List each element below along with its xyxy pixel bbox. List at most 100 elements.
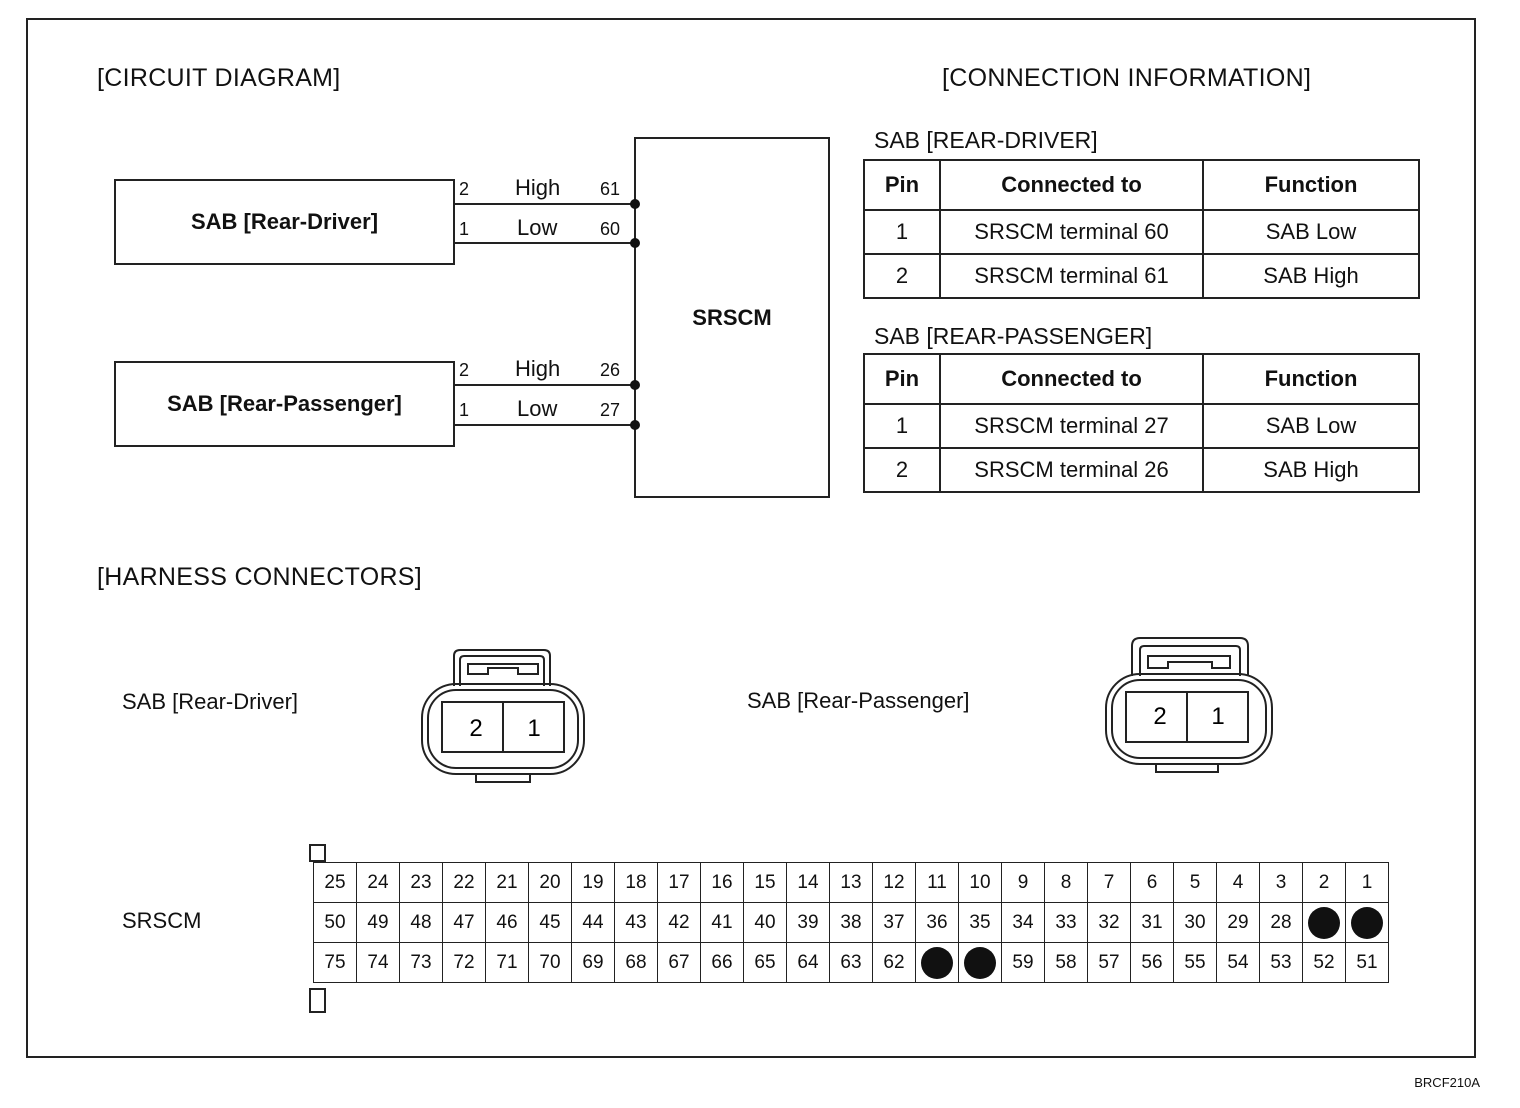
pin-cell: 37 — [872, 902, 916, 943]
used-pin-cell — [1345, 902, 1389, 943]
pin-cell: 58 — [1044, 942, 1088, 983]
table-cell: SRSCM terminal 26 — [939, 447, 1204, 493]
column-header: Pin — [863, 159, 941, 211]
pin-cell: 48 — [399, 902, 443, 943]
wire-pin-label: 1 — [459, 400, 470, 420]
harness-label-srscm: SRSCM — [122, 908, 202, 933]
connector-pin-label: 1 — [1211, 703, 1224, 730]
pin-cell: 38 — [829, 902, 873, 943]
sab-rear-passenger-box: SAB [Rear-Passenger] — [114, 361, 455, 447]
pin-cell: 49 — [356, 902, 400, 943]
wire-pin-label: 1 — [459, 219, 470, 239]
pin-cell: 75 — [313, 942, 357, 983]
pin-cell: 9 — [1001, 862, 1045, 903]
pin-cell: 40 — [743, 902, 787, 943]
pin-cell: 41 — [700, 902, 744, 943]
wire-passenger-low — [455, 424, 635, 426]
diagram-frame — [26, 18, 1476, 1058]
pin-cell: 36 — [915, 902, 959, 943]
connection-table-rear-passenger: Pin Connected to Function 1 SRSCM termin… — [863, 353, 1420, 493]
pin-cell: 59 — [1001, 942, 1045, 983]
pin-cell: 7 — [1087, 862, 1131, 903]
pin-cell: 51 — [1345, 942, 1389, 983]
pin-cell: 71 — [485, 942, 529, 983]
pin-cell: 13 — [829, 862, 873, 903]
pin-cell: 74 — [356, 942, 400, 983]
pin-cell: 19 — [571, 862, 615, 903]
table-cell: SAB High — [1202, 447, 1420, 493]
pin-cell: 56 — [1130, 942, 1174, 983]
pin-cell: 72 — [442, 942, 486, 983]
table-cell: SRSCM terminal 60 — [939, 209, 1204, 255]
pin-cell: 34 — [1001, 902, 1045, 943]
pin-cell: 30 — [1173, 902, 1217, 943]
pin-cell: 73 — [399, 942, 443, 983]
pin-cell: 52 — [1302, 942, 1346, 983]
harness-label-rear-driver: SAB [Rear-Driver] — [122, 689, 299, 714]
junction-dot — [630, 238, 640, 248]
pin-cell: 68 — [614, 942, 658, 983]
pin-cell: 47 — [442, 902, 486, 943]
pin-cell: 50 — [313, 902, 357, 943]
connector-pin-label: 2 — [1153, 703, 1166, 730]
connection-info-heading: [CONNECTION INFORMATION] — [942, 64, 1312, 92]
pin-cell: 2 — [1302, 862, 1346, 903]
filled-pin-dot — [1308, 906, 1340, 939]
filled-pin-dot — [964, 946, 996, 979]
column-header: Function — [1202, 159, 1420, 211]
pin-cell: 44 — [571, 902, 615, 943]
pin-cell: 29 — [1216, 902, 1260, 943]
pin-cell: 11 — [915, 862, 959, 903]
table-cell: 2 — [863, 253, 941, 299]
pin-cell: 20 — [528, 862, 572, 903]
pin-cell: 65 — [743, 942, 787, 983]
pin-cell: 32 — [1087, 902, 1131, 943]
connection-table-rear-driver: Pin Connected to Function 1 SRSCM termin… — [863, 159, 1420, 299]
pin-cell: 46 — [485, 902, 529, 943]
pin-cell: 45 — [528, 902, 572, 943]
pin-cell: 10 — [958, 862, 1002, 903]
wire-terminal-label: 26 — [600, 360, 621, 380]
pin-cell: 3 — [1259, 862, 1303, 903]
circuit-diagram-heading: [CIRCUIT DIAGRAM] — [97, 64, 341, 92]
pin-cell: 8 — [1044, 862, 1088, 903]
table-row: 1 SRSCM terminal 60 SAB Low — [863, 209, 1420, 255]
junction-dot — [630, 199, 640, 209]
connector-pin-label: 2 — [469, 715, 482, 742]
pin-cell: 42 — [657, 902, 701, 943]
table-cell: SAB Low — [1202, 209, 1420, 255]
wire-driver-high — [455, 203, 635, 205]
table-title-rear-driver: SAB [REAR-DRIVER] — [874, 127, 1098, 153]
pin-cell: 63 — [829, 942, 873, 983]
pin-cell: 54 — [1216, 942, 1260, 983]
connector-tab — [309, 988, 326, 1013]
pin-cell: 33 — [1044, 902, 1088, 943]
table-cell: 2 — [863, 447, 941, 493]
used-pin-cell — [1302, 902, 1346, 943]
used-pin-cell — [958, 942, 1002, 983]
pin-cell: 25 — [313, 862, 357, 903]
wire-signal-label: Low — [517, 396, 558, 421]
wire-passenger-high — [455, 384, 635, 386]
wire-signal-label: Low — [517, 215, 558, 240]
wire-pin-label: 2 — [459, 360, 470, 380]
wire-signal-label: High — [515, 175, 561, 200]
pin-cell: 23 — [399, 862, 443, 903]
pin-cell: 5 — [1173, 862, 1217, 903]
junction-dot — [630, 380, 640, 390]
table-row: 2 SRSCM terminal 61 SAB High — [863, 253, 1420, 299]
srscm-box: SRSCM — [634, 137, 830, 498]
column-header: Connected to — [939, 159, 1204, 211]
pin-cell: 12 — [872, 862, 916, 903]
pin-cell: 21 — [485, 862, 529, 903]
wire-terminal-label: 60 — [600, 219, 621, 239]
table-row: 1 SRSCM terminal 27 SAB Low — [863, 403, 1420, 449]
table-title-rear-passenger: SAB [REAR-PASSENGER] — [874, 323, 1153, 349]
pin-cell: 70 — [528, 942, 572, 983]
sab-rear-driver-box: SAB [Rear-Driver] — [114, 179, 455, 265]
wire-pin-label: 2 — [459, 179, 470, 199]
harness-connectors-heading: [HARNESS CONNECTORS] — [97, 563, 423, 591]
